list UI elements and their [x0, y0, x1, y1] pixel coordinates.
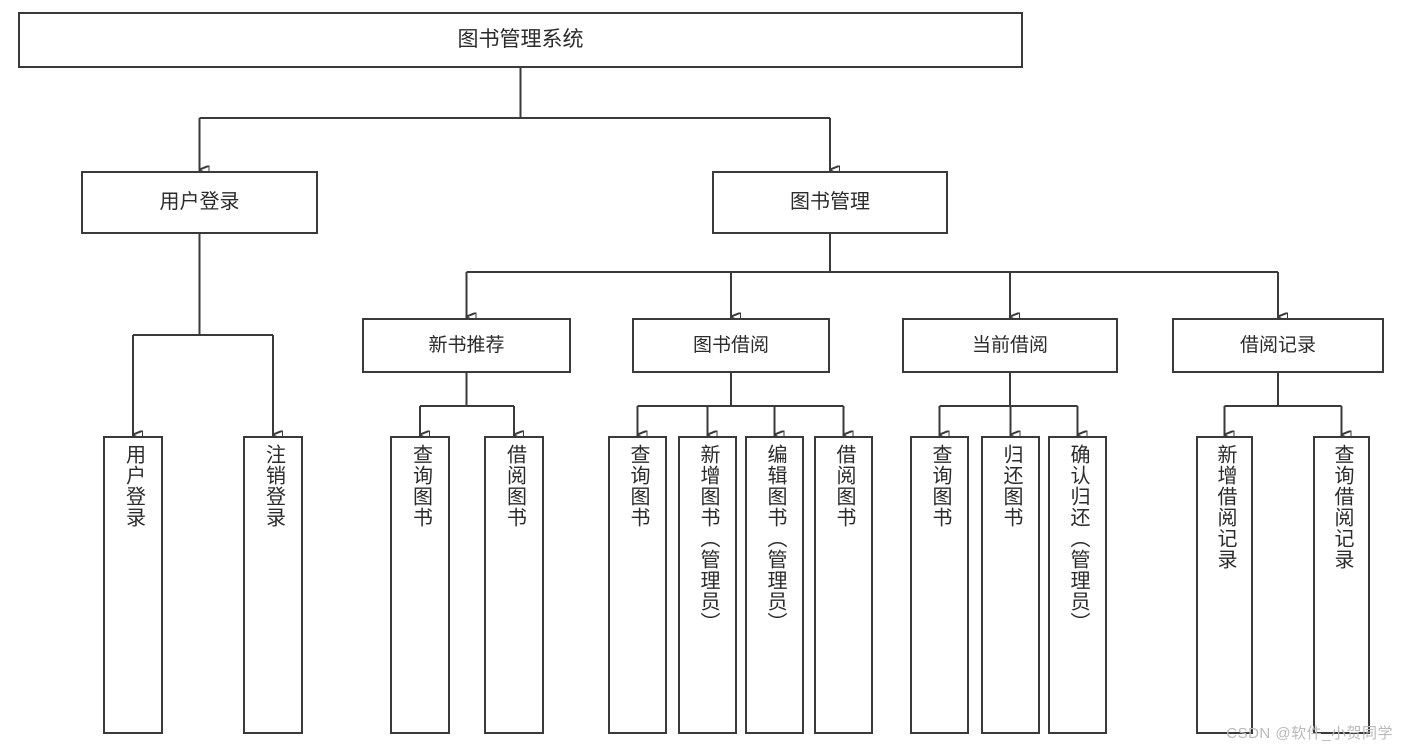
node-current-borrow[interactable]: 当前借阅 — [902, 318, 1118, 373]
node-leaf-edit-book[interactable]: 编辑图书（管理员） — [745, 436, 804, 734]
node-label-current-borrow: 当前借阅 — [971, 334, 1048, 356]
node-label-leaf-query-book-3: 查询图书 — [929, 444, 951, 528]
csdn-watermark: CSDN @软件_小贺同学 — [1226, 725, 1393, 742]
node-label-leaf-add-book: 新增图书（管理员） — [697, 444, 719, 633]
node-label-leaf-confirm-return: 确认归还（管理员） — [1067, 444, 1089, 633]
node-label-root: 图书管理系统 — [457, 28, 584, 52]
node-label-leaf-query-book-2: 查询图书 — [627, 444, 649, 528]
node-label-leaf-query-record: 查询借阅记录 — [1331, 444, 1353, 570]
node-borrow-record[interactable]: 借阅记录 — [1172, 318, 1384, 373]
node-leaf-query-book-2[interactable]: 查询图书 — [608, 436, 667, 734]
node-label-leaf-add-record: 新增借阅记录 — [1214, 444, 1236, 570]
node-leaf-add-record[interactable]: 新增借阅记录 — [1196, 436, 1253, 734]
node-leaf-query-book-1[interactable]: 查询图书 — [390, 436, 450, 734]
edges — [132, 68, 1342, 435]
node-leaf-query-record[interactable]: 查询借阅记录 — [1313, 436, 1370, 734]
node-user-login[interactable]: 用户登录 — [81, 171, 318, 234]
node-label-borrow-record: 借阅记录 — [1239, 334, 1316, 356]
node-book-borrow[interactable]: 图书借阅 — [632, 318, 830, 373]
node-new-book-rec[interactable]: 新书推荐 — [362, 318, 571, 373]
node-label-new-book-rec: 新书推荐 — [428, 334, 505, 356]
node-leaf-return-book[interactable]: 归还图书 — [981, 436, 1040, 734]
node-label-leaf-return-book: 归还图书 — [1000, 444, 1022, 528]
node-leaf-confirm-return[interactable]: 确认归还（管理员） — [1048, 436, 1107, 734]
node-leaf-add-book[interactable]: 新增图书（管理员） — [678, 436, 737, 734]
node-leaf-borrow-book-1[interactable]: 借阅图书 — [484, 436, 544, 734]
node-label-leaf-edit-book: 编辑图书（管理员） — [764, 444, 786, 633]
node-label-leaf-query-book-1: 查询图书 — [409, 444, 432, 528]
node-label-leaf-user-logout: 注销登录 — [262, 444, 285, 528]
node-label-book-manage: 图书管理 — [790, 191, 870, 214]
node-leaf-query-book-3[interactable]: 查询图书 — [910, 436, 969, 734]
node-leaf-user-logout[interactable]: 注销登录 — [243, 436, 303, 734]
node-book-manage[interactable]: 图书管理 — [712, 171, 948, 234]
node-label-leaf-user-login: 用户登录 — [122, 444, 145, 528]
node-root[interactable]: 图书管理系统 — [18, 12, 1023, 68]
node-leaf-borrow-book-2[interactable]: 借阅图书 — [814, 436, 873, 734]
node-label-user-login: 用户登录 — [159, 191, 240, 214]
node-leaf-user-login[interactable]: 用户登录 — [103, 436, 163, 734]
node-label-book-borrow: 图书借阅 — [692, 334, 769, 356]
node-label-leaf-borrow-book-1: 借阅图书 — [503, 444, 526, 528]
node-label-leaf-borrow-book-2: 借阅图书 — [833, 444, 855, 528]
